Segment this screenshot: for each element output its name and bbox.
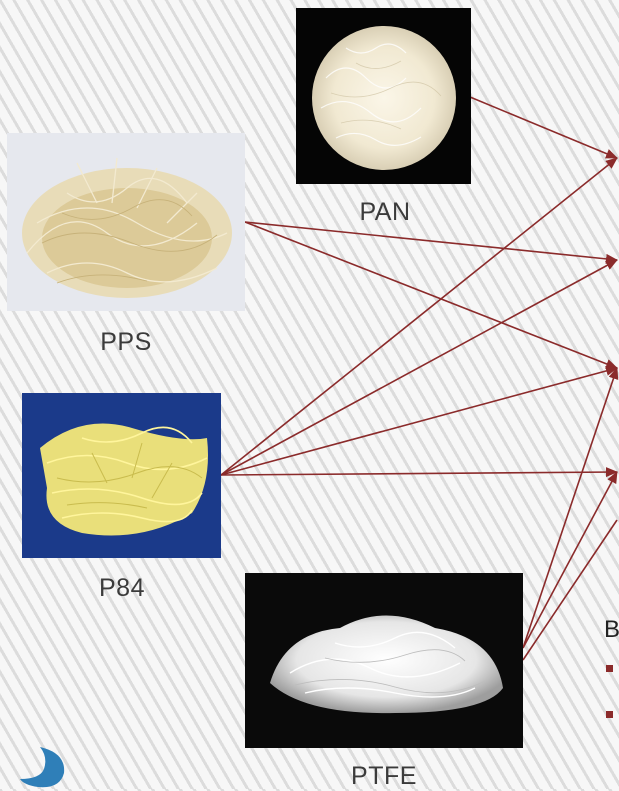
p84-label: P84 [99,574,145,602]
arrow-p84-1 [220,157,618,476]
ptfe-fiber-image [245,573,523,748]
pps-label: PPS [100,328,152,356]
bullet-2 [606,711,613,718]
arrow-ptfe-5 [522,519,618,661]
pps-fiber-image [7,133,245,311]
arrow-p84-4 [220,467,618,478]
arrow-pps-2 [244,221,618,264]
arrow-ptfe-3 [522,367,619,649]
arrow-p84-3 [220,366,618,476]
pan-label: PAN [359,198,411,226]
bullet-1 [606,665,613,672]
arrow-p84-2 [220,259,618,476]
arrow-ptfe-4 [522,471,618,649]
logo-icon [20,747,65,788]
pan-fiber-image [296,8,471,184]
arrow-pan-1 [469,96,618,159]
right-panel-heading: B [604,616,619,643]
p84-fiber-image [22,393,221,558]
arrow-pps-3 [244,221,618,369]
ptfe-label: PTFE [351,762,417,790]
